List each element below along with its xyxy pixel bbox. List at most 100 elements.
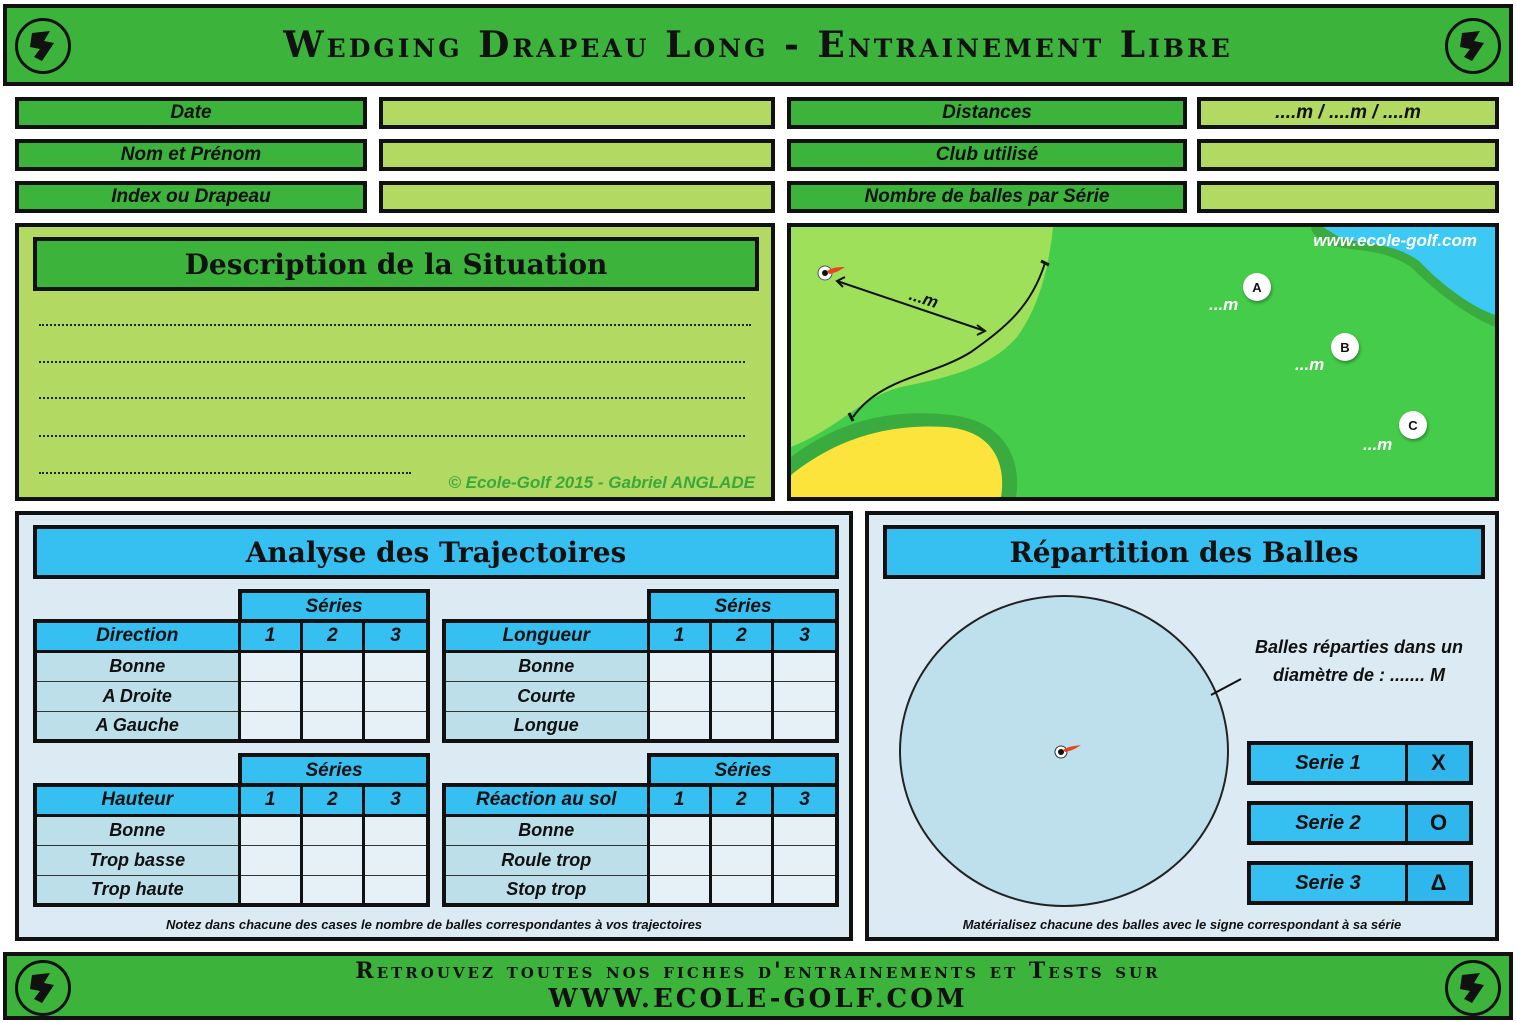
count-cell[interactable] [237,814,303,846]
count-cell[interactable] [708,650,774,682]
row-label: Trop basse [33,844,241,876]
row-label: Roule trop [442,844,650,876]
count-cell[interactable] [646,814,712,846]
diameter-pointer-line [1210,678,1242,696]
series-2-header: 2 [708,619,774,653]
count-cell[interactable] [770,710,839,742]
marker-b: B [1331,333,1359,361]
series-1-header: 1 [237,619,303,653]
description-panel: Description de la Situation © Ecole-Golf… [15,223,775,501]
row-label: A Droite [33,680,241,712]
count-cell[interactable] [361,680,430,712]
series-header: Séries [647,753,839,785]
direction-table: Direction 1 2 3 Bonne A Droite A Gauche [33,619,430,743]
description-line[interactable] [39,324,751,326]
balls-per-series-field[interactable] [1197,181,1499,213]
height-table: Hauteur 1 2 3 Bonne Trop basse Trop haut… [33,783,430,907]
count-cell[interactable] [361,710,430,742]
row-label: Bonne [33,650,241,682]
count-cell[interactable] [646,680,712,712]
count-cell[interactable] [646,650,712,682]
count-cell[interactable] [237,650,303,682]
ball-distribution-title: Répartition des Balles [883,525,1485,579]
row-label: Longue [442,710,650,742]
row-label: Courte [442,680,650,712]
count-cell[interactable] [770,680,839,712]
date-label: Date [15,97,367,129]
description-line[interactable] [39,435,745,437]
map-website-text: www.ecole-golf.com [1313,231,1477,250]
count-cell[interactable] [361,650,430,682]
series-3-header: 3 [361,783,430,817]
serie-3-legend: Serie 3 Δ [1247,861,1473,905]
serie-1-legend: Serie 1 X [1247,741,1473,785]
date-field[interactable] [379,97,775,129]
ecole-golf-logo-icon [1445,18,1501,74]
row-label: Bonne [442,814,650,846]
series-header: Séries [647,589,839,621]
series-2-header: 2 [299,783,365,817]
ball-distribution-panel: Répartition des Balles Balles réparties … [865,511,1499,941]
marker-c: C [1399,411,1427,439]
count-cell[interactable] [237,874,303,906]
row-label: Bonne [33,814,241,846]
marker-b-distance: ...m [1295,355,1325,374]
marker-c-distance: ...m [1363,435,1393,454]
count-cell[interactable] [237,844,303,876]
count-cell[interactable] [770,650,839,682]
count-cell[interactable] [299,814,365,846]
count-cell[interactable] [708,814,774,846]
series-3-header: 3 [770,619,839,653]
course-map: www.ecole-golf.com ...m A ...m B ...m C … [787,223,1499,501]
count-cell[interactable] [361,814,430,846]
ecole-golf-logo-icon [15,18,71,74]
count-cell[interactable] [299,874,365,906]
x-mark-icon: X [1408,745,1469,781]
circle-mark-icon: O [1408,805,1469,841]
ground-reaction-table: Réaction au sol 1 2 3 Bonne Roule trop S… [442,783,839,907]
index-label: Index ou Drapeau [15,181,367,213]
count-cell[interactable] [708,874,774,906]
count-cell[interactable] [708,844,774,876]
count-cell[interactable] [237,710,303,742]
count-cell[interactable] [299,650,365,682]
count-cell[interactable] [646,710,712,742]
name-field[interactable] [379,139,775,171]
count-cell[interactable] [361,874,430,906]
length-header: Longueur [442,619,650,653]
count-cell[interactable] [646,874,712,906]
count-cell[interactable] [361,844,430,876]
footer-website-link[interactable]: WWW.ECOLE-GOLF.COM [548,984,968,1014]
direction-header: Direction [33,619,241,653]
count-cell[interactable] [708,680,774,712]
description-line[interactable] [39,472,411,474]
count-cell[interactable] [299,710,365,742]
serie-3-label: Serie 3 [1251,865,1408,901]
footer-tagline: Retrouvez toutes nos fiches d'entraineme… [355,958,1161,984]
description-line[interactable] [39,361,745,363]
index-field[interactable] [379,181,775,213]
series-2-header: 2 [299,619,365,653]
count-cell[interactable] [770,844,839,876]
description-line[interactable] [39,397,745,399]
count-cell[interactable] [770,814,839,846]
trajectory-analysis-panel: Analyse des Trajectoires Séries Directio… [15,511,853,941]
count-cell[interactable] [299,844,365,876]
ecole-golf-logo-icon [15,960,71,1016]
diameter-text: Balles réparties dans un diamètre de : .… [1239,633,1479,689]
serie-1-label: Serie 1 [1251,745,1408,781]
series-1-header: 1 [646,619,712,653]
count-cell[interactable] [237,680,303,712]
target-circle[interactable] [899,595,1229,907]
count-cell[interactable] [708,710,774,742]
balls-per-series-label: Nombre de balles par Série [787,181,1187,213]
row-label: A Gauche [33,710,241,742]
club-label: Club utilisé [787,139,1187,171]
count-cell[interactable] [299,680,365,712]
page-title: Wedging Drapeau Long - Entrainement Libr… [283,24,1233,66]
distances-field[interactable]: ....m / ....m / ....m [1197,97,1499,129]
diameter-text-line-2[interactable]: diamètre de : ....... M [1272,665,1446,685]
count-cell[interactable] [770,874,839,906]
count-cell[interactable] [646,844,712,876]
club-field[interactable] [1197,139,1499,171]
